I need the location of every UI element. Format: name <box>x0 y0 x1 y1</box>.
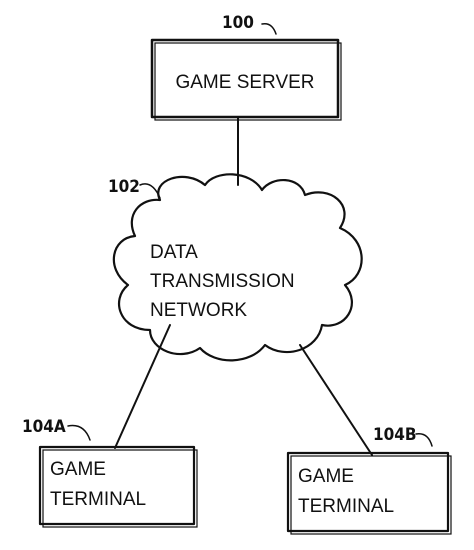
terminal-b-label-line1: GAME <box>298 466 354 487</box>
terminal-b-node: GAME TERMINAL 104B <box>286 425 452 535</box>
network-ref-leader <box>139 183 161 199</box>
network-node: DATA TRANSMISSION NETWORK 102 <box>108 173 363 362</box>
game-server-box <box>150 38 340 119</box>
game-server-box-shadow <box>154 42 342 121</box>
network-terminal-a-connector <box>114 324 171 449</box>
terminal-a-node: GAME TERMINAL 104A <box>22 417 198 528</box>
network-label-line3: NETWORK <box>150 300 247 321</box>
game-server-ref: 100 <box>222 13 254 33</box>
network-ref: 102 <box>108 177 140 197</box>
terminal-a-box <box>38 445 196 526</box>
network-cloud <box>112 173 363 362</box>
terminal-a-ref: 104A <box>22 417 66 437</box>
game-server-node: GAME SERVER 100 <box>150 13 342 121</box>
terminal-a-label-line2: TERMINAL <box>50 489 146 510</box>
network-label-line2: TRANSMISSION <box>150 271 295 292</box>
game-server-ref-leader <box>261 22 277 35</box>
terminal-b-box-shadow <box>290 455 452 535</box>
network-label-line1: DATA <box>150 242 198 263</box>
terminal-a-ref-leader <box>67 424 91 441</box>
terminal-b-ref: 104B <box>373 425 417 445</box>
terminal-a-label-line1: GAME <box>50 459 106 480</box>
terminal-a-box-shadow <box>42 449 198 528</box>
terminal-b-ref-leader <box>415 433 433 447</box>
terminal-b-label-line2: TERMINAL <box>298 496 394 517</box>
terminal-b-box <box>286 451 450 533</box>
network-terminal-b-connector <box>299 344 373 456</box>
game-server-label: GAME SERVER <box>175 72 314 93</box>
